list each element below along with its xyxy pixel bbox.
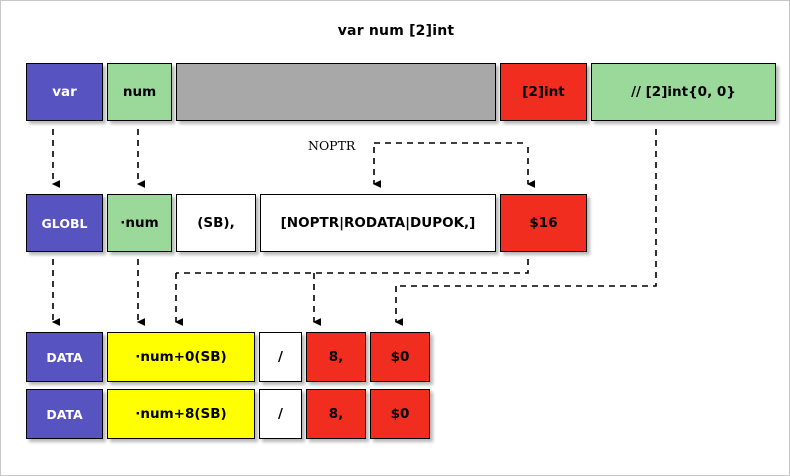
data2-cell-width[interactable]: 8,	[306, 389, 366, 439]
data2-cell-directive[interactable]: DATA	[26, 389, 103, 439]
data1-cell-slash[interactable]: /	[259, 332, 302, 382]
decl-cell-num[interactable]: num	[107, 63, 172, 121]
decl-cell-type[interactable]: [2]int	[500, 63, 587, 121]
globl-cell-directive[interactable]: GLOBL	[26, 194, 103, 252]
decl-cell-comment[interactable]: // [2]int{0, 0}	[591, 63, 776, 121]
decl-cell-var[interactable]: var	[26, 63, 103, 121]
noptr-annotation-label: NOPTR	[308, 138, 356, 153]
data2-cell-target[interactable]: ·num+8(SB)	[107, 389, 255, 439]
data1-cell-width[interactable]: 8,	[306, 332, 366, 382]
globl-cell-symbol[interactable]: ·num	[107, 194, 172, 252]
rail-size-to-data-widths	[176, 259, 529, 274]
globl-cell-size[interactable]: $16	[500, 194, 587, 252]
data1-cell-value[interactable]: $0	[370, 332, 430, 382]
diagram-title: var num [2]int	[337, 23, 455, 39]
data1-cell-target[interactable]: ·num+0(SB)	[107, 332, 255, 382]
data2-cell-value[interactable]: $0	[370, 389, 430, 439]
globl-cell-sb[interactable]: (SB),	[176, 194, 256, 252]
data1-cell-directive[interactable]: DATA	[26, 332, 103, 382]
data2-cell-slash[interactable]: /	[259, 389, 302, 439]
decl-cell-blank[interactable]	[176, 63, 496, 121]
globl-cell-flags[interactable]: [NOPTR|RODATA|DUPOK,]	[260, 194, 496, 252]
